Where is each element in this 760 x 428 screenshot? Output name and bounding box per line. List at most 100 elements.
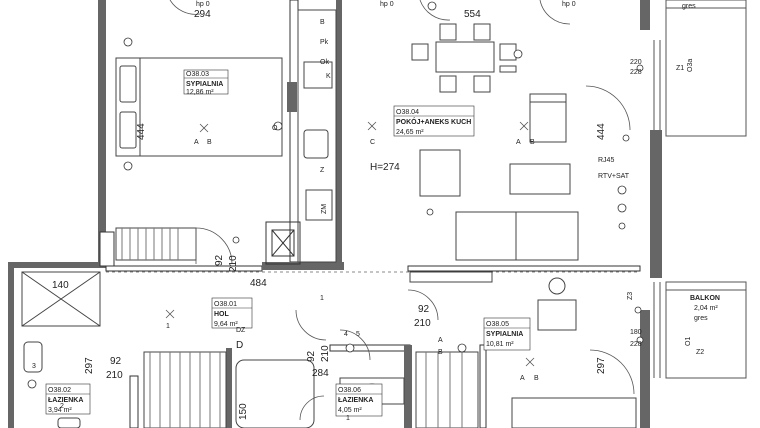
room-label-5: O38.02 ŁAZIENKA 3,94 m² [45, 383, 91, 415]
point-label: 1 [346, 415, 350, 422]
dim-label: 484 [250, 278, 267, 289]
room-area: 4,05 m² [338, 407, 362, 414]
room-area: 9,64 m² [214, 321, 238, 328]
balcony-area: 2,04 m² [694, 305, 718, 312]
kitchen-counter [297, 9, 337, 263]
room-id: O38.04 [396, 109, 419, 116]
bed-1 [115, 57, 283, 157]
wall-mid-right [407, 265, 641, 272]
dim-label: 210 [228, 255, 239, 272]
wall-block [287, 82, 297, 112]
dim-label: 294 [194, 9, 211, 20]
dimensions: 294 554 444 444 484 140 297 297 297 150 … [52, 9, 642, 420]
code-label: gres [682, 3, 696, 10]
dim-label: 444 [596, 123, 607, 140]
code-label: O3a [687, 59, 694, 72]
dim-label: 92 [110, 356, 122, 367]
wall-bed2-left [479, 344, 487, 428]
code-label: hp 0 [380, 1, 394, 8]
point-label: 1 [320, 295, 324, 302]
furniture [21, 9, 637, 428]
shower [21, 271, 101, 327]
room-area: 12,86 m² [186, 89, 214, 96]
code-label: Z [320, 167, 325, 174]
wall-bath-2 [226, 348, 232, 428]
point-label: 2 [60, 403, 64, 410]
dim-label: 297 [596, 357, 607, 374]
dim-label: 297 [84, 357, 95, 374]
wall-mid-shaft [262, 262, 344, 270]
room-id: O38.03 [186, 71, 209, 78]
dim-label: 180 [630, 329, 642, 336]
walls [8, 0, 662, 428]
ceiling-height: H=274 [370, 162, 400, 173]
dining-table [435, 41, 495, 73]
wall-left-lower [8, 262, 14, 428]
room-area: 24,65 m² [396, 129, 424, 136]
point-label: B [534, 375, 539, 382]
tv-unit [509, 163, 571, 195]
point-label: B [530, 139, 535, 146]
code-label: Z3 [627, 292, 634, 300]
code-label: Pk [320, 39, 329, 46]
sofa [455, 211, 579, 261]
outlets [27, 1, 644, 389]
bathtub [235, 359, 315, 428]
dim-label: 92 [418, 304, 430, 315]
codes: hp 0 hp 0 hp 0 gres Z1 Z2 O1 Z3 O3a RJ45… [196, 1, 704, 356]
wall-partition-1 [289, 0, 299, 263]
point-label: A [438, 337, 443, 344]
point-label: A [516, 139, 521, 146]
code-label: O [272, 125, 278, 132]
code-label: B [320, 19, 325, 26]
code-label: D [236, 340, 243, 351]
wall-right-mid [650, 130, 662, 278]
room-label-3: O38.01 HOL 9,64 m² [211, 297, 253, 329]
door-swings [169, 0, 635, 421]
room-id: O38.06 [338, 387, 361, 394]
code-label: ZM [321, 204, 328, 214]
wall-bath-1 [129, 375, 139, 428]
room-id: O38.05 [486, 321, 509, 328]
wall-left-upper [98, 0, 106, 262]
dim-label: 150 [238, 403, 249, 420]
point-label: 3 [32, 363, 36, 370]
wall-partition-kitchen [336, 0, 342, 262]
point-labels: A B C A B A B A B 1 2 3 4 5 1 1 [32, 139, 539, 422]
point-label: C [370, 139, 375, 146]
dim-label: 92 [306, 350, 317, 362]
room-label-6: O38.06 ŁAZIENKA 4,05 m² [335, 383, 383, 417]
code-label: hp 0 [196, 1, 210, 8]
wall-stub [99, 231, 115, 267]
armchair [529, 93, 567, 143]
shaft [265, 221, 301, 265]
room-name: ŁAZIENKA [48, 397, 83, 404]
balconies [653, 0, 747, 379]
dim-label: 210 [106, 370, 123, 381]
balcony-finish: gres [694, 315, 708, 322]
dim-label: 220 [630, 59, 642, 66]
room-area: 3,94 m² [48, 407, 72, 414]
wall-right-low [640, 310, 650, 428]
dim-label: 92 [214, 254, 225, 266]
dim-label: 210 [320, 345, 331, 362]
room-name: SYPIALNIA [486, 331, 523, 338]
point-label: B [438, 349, 443, 356]
dim-label: 444 [136, 123, 147, 140]
code-label: O1 [685, 337, 692, 346]
code-label: hp 0 [562, 1, 576, 8]
code-label: Ok [320, 59, 329, 66]
dim-label: 228 [630, 69, 642, 76]
point-label: 1 [166, 323, 170, 330]
room-name: POKÓJ+ANEKS KUCH [396, 117, 471, 126]
code-label: RJ45 [598, 157, 614, 164]
room-label-4: O38.05 SYPIALNIA 10,81 m² [483, 317, 531, 351]
room-name: HOL [214, 311, 230, 318]
room-label-1: O38.03 SYPIALNIA 12,86 m² [183, 69, 229, 96]
point-label: A [194, 139, 199, 146]
point-label: B [207, 139, 212, 146]
dim-label: 210 [414, 318, 431, 329]
desk [537, 299, 577, 331]
room-id: O38.02 [48, 387, 71, 394]
